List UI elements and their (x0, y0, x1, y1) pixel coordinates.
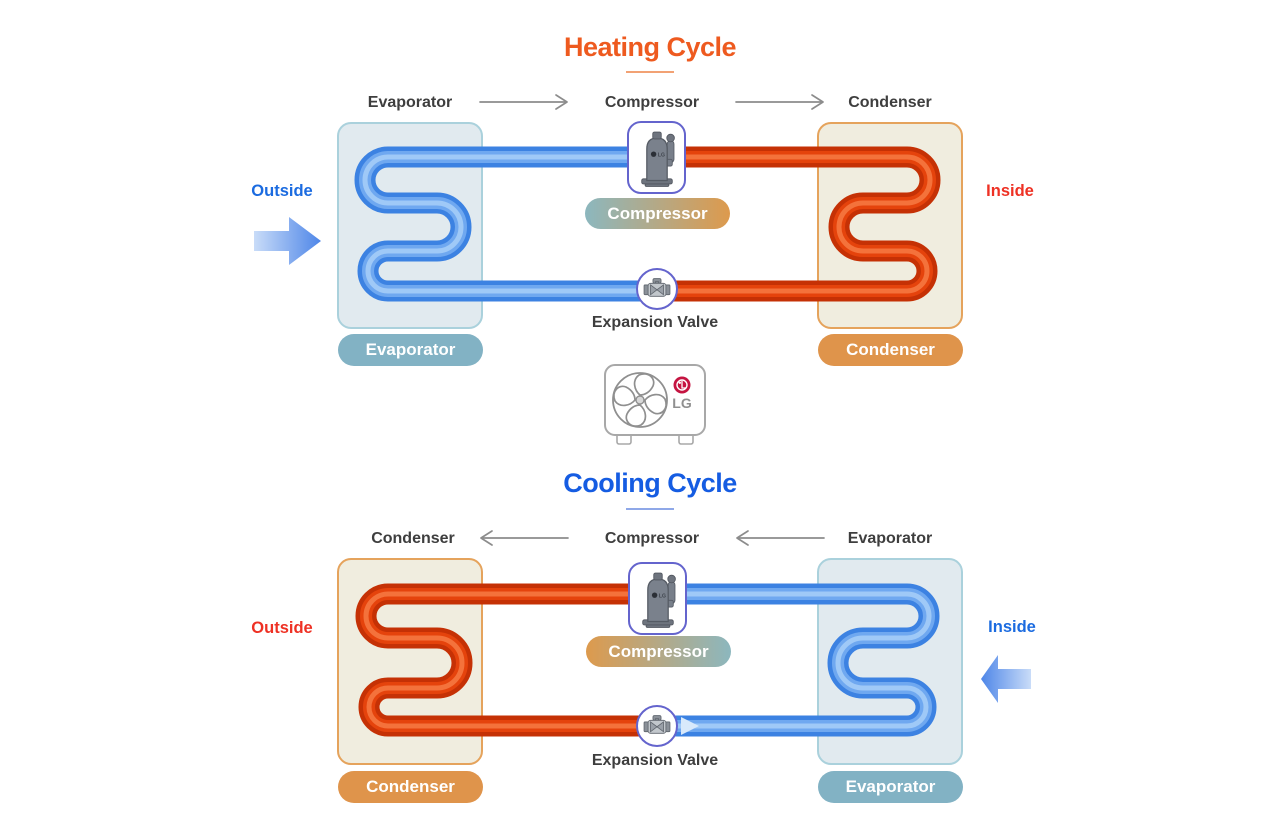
heating-evaporator-pill: Evaporator (338, 334, 483, 366)
heating-flow-label-condenser: Condenser (848, 94, 932, 111)
heating-flow-label-evaporator: Evaporator (367, 94, 453, 111)
compressor-lg-dot (651, 591, 657, 598)
cooling-expansion-valve-label: Expansion Valve (591, 752, 719, 769)
cooling-compressor-pill: Compressor (586, 636, 731, 667)
cooling-evaporator-pill: Evaporator (818, 771, 963, 803)
cooling-flow-arrow-icon (681, 717, 699, 735)
cooling-flow-label-condenser: Condenser (371, 530, 455, 547)
heating-condenser-pill: Condenser (818, 334, 963, 366)
compressor-lg-dot (650, 150, 656, 157)
heating-expansion-valve-badge (636, 268, 678, 310)
cooling-expansion-valve-badge (636, 705, 678, 747)
inside-air-arrow-icon (981, 655, 1031, 703)
heating-cycle-title: Heating Cycle (563, 32, 737, 62)
lg-brand-text: LG (672, 395, 692, 411)
compressor-icon: LG (641, 572, 676, 628)
cooling-compressor-badge: LG (628, 562, 687, 635)
heating-title-underline (626, 71, 674, 73)
cooling-condenser-box (337, 558, 483, 765)
heating-flow-label-compressor: Compressor (604, 94, 700, 111)
heating-outside-label: Outside (251, 182, 313, 200)
heating-compressor-pill: Compressor (585, 198, 730, 229)
heating-inside-label: Inside (986, 182, 1034, 200)
cooling-outside-label: Outside (251, 619, 313, 637)
heating-expansion-valve-label: Expansion Valve (591, 314, 719, 331)
heating-flow-arrow-1-icon (479, 94, 568, 110)
cooling-title-underline (626, 508, 674, 510)
heating-flow-arrow-2-icon (735, 94, 824, 110)
lg-logo (673, 376, 691, 394)
compressor-icon: LG (640, 131, 675, 187)
compressor-lg-mark: LG (658, 593, 665, 599)
cooling-flow-label-evaporator: Evaporator (847, 530, 933, 547)
outdoor-unit: LG (604, 364, 706, 457)
cooling-condenser-pill: Condenser (338, 771, 483, 803)
heating-evaporator-box (337, 122, 483, 329)
compressor-lg-mark: LG (657, 152, 664, 158)
cooling-flow-label-compressor: Compressor (604, 530, 700, 547)
cooling-flow-arrow-1-icon (480, 530, 569, 546)
cooling-inside-label: Inside (988, 618, 1036, 636)
heating-compressor-badge: LG (627, 121, 686, 194)
cooling-cycle-title: Cooling Cycle (563, 468, 737, 498)
cooling-evaporator-box (817, 558, 963, 765)
expansion-valve-icon (643, 715, 671, 734)
expansion-valve-icon (643, 278, 671, 297)
cooling-flow-arrow-2-icon (736, 530, 825, 546)
outside-air-arrow-icon (254, 217, 321, 265)
outdoor-unit-icon: LG (604, 364, 706, 445)
heating-condenser-box (817, 122, 963, 329)
